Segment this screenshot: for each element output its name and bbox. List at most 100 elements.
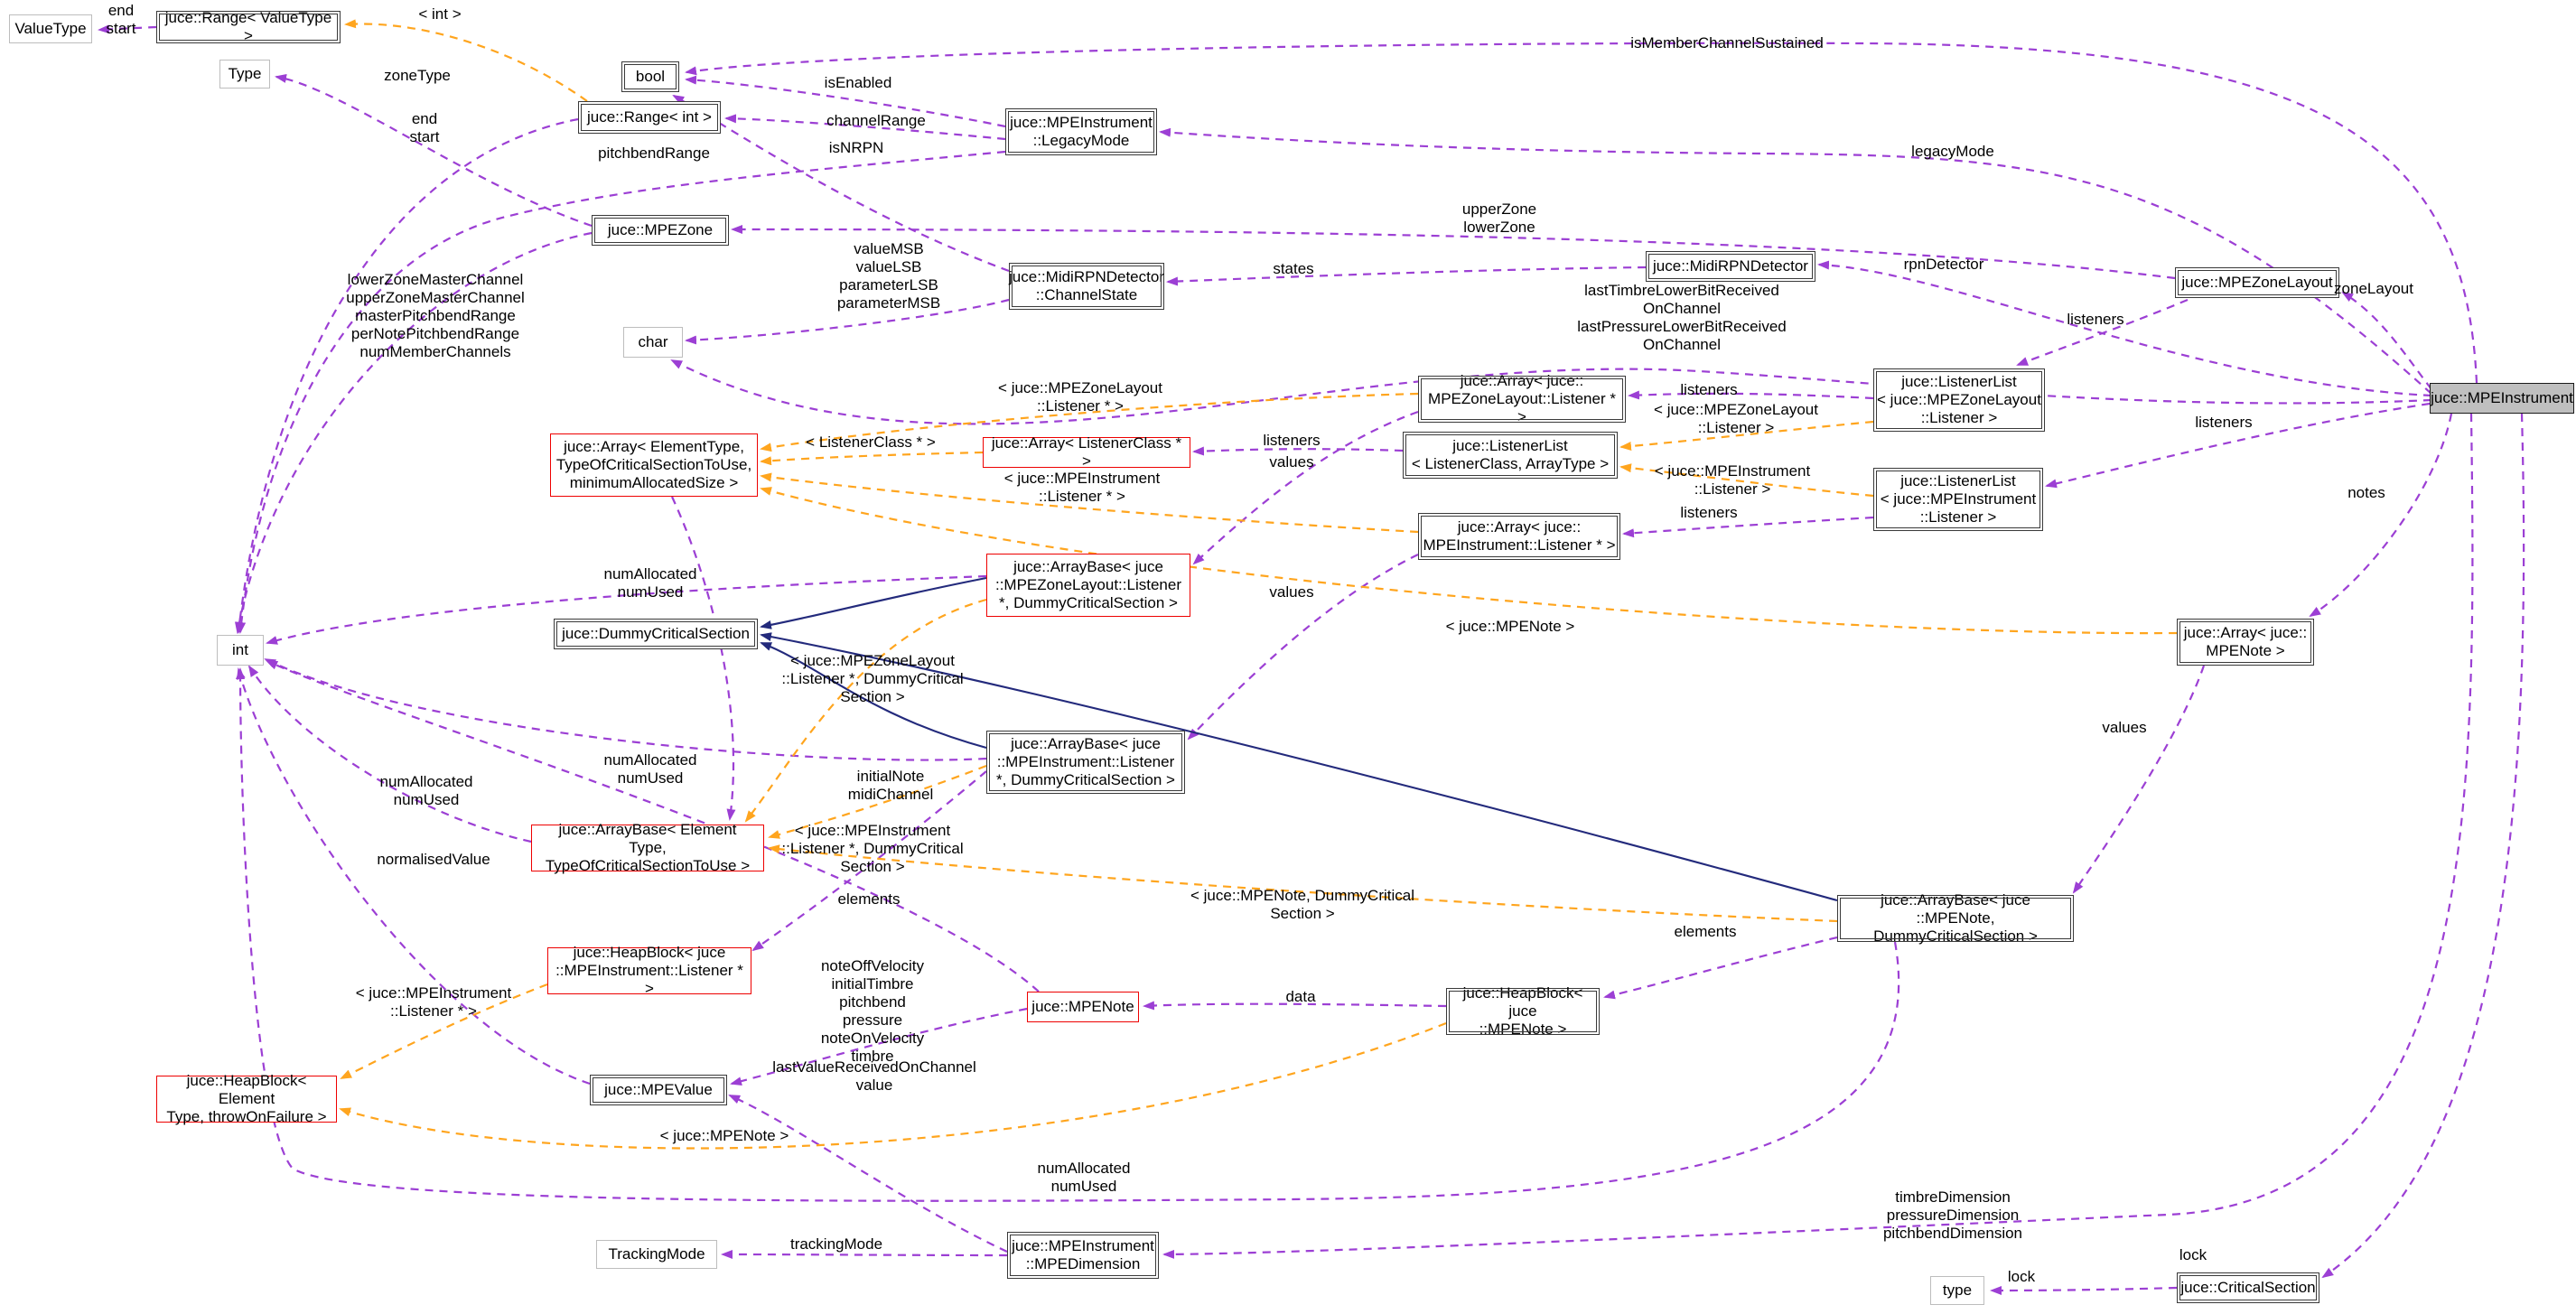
node-mpenote[interactable]: juce::MPENote xyxy=(1027,992,1139,1022)
label-legacymode: legacyMode xyxy=(1911,143,1994,160)
node-mpeinstrument: juce::MPEInstrument xyxy=(2430,383,2574,414)
node-type: Type xyxy=(219,60,270,89)
edge-mpeinstr-critsec xyxy=(2321,413,2525,1279)
edge-legacy-int xyxy=(237,150,1006,634)
label-tmpl-instrument-listener: < juce::MPEInstrument ::Listener > xyxy=(1654,462,1811,498)
node-arraybase-zonelayout[interactable]: juce::ArrayBase< juce ::MPEZoneLayout::L… xyxy=(986,554,1190,617)
edge-abzl-int xyxy=(266,574,987,645)
label-end-start-top: end start xyxy=(106,2,136,37)
node-trackingmode: TrackingMode xyxy=(596,1240,717,1269)
node-channelstate[interactable]: juce::MidiRPNDetector ::ChannelState xyxy=(1009,263,1164,310)
label-tmpl-zonelayout-listener: < juce::MPEZoneLayout ::Listener > xyxy=(1654,401,1818,436)
node-array-template[interactable]: juce::Array< ElementType, TypeOfCritical… xyxy=(550,433,758,497)
label-valuemsb: valueMSB valueLSB parameterLSB parameter… xyxy=(836,240,941,312)
edge-mpedim-tracking xyxy=(721,1250,1008,1260)
label-upperzone-lowerzone: upperZone lowerZone xyxy=(1461,200,1537,236)
label-zonelayout: zoneLayout xyxy=(2334,280,2413,297)
edge-mpeinstr-zonelayout xyxy=(2341,291,2432,390)
label-tmpl-zonelayout-listener-ptr: < juce::MPEZoneLayout ::Listener * > xyxy=(998,379,1162,415)
edge-abnote-int xyxy=(236,667,1900,1202)
node-heapblock-template[interactable]: juce::HeapBlock< Element Type, throwOnFa… xyxy=(156,1072,337,1125)
node-legacymode[interactable]: juce::MPEInstrument ::LegacyMode xyxy=(1005,108,1157,155)
edge-abzl-abtmpl xyxy=(744,598,987,823)
node-range-int[interactable]: juce::Range< int > xyxy=(578,101,721,134)
label-rpndetector: rpnDetector xyxy=(1903,256,1984,273)
edge-llzl-lltmpl xyxy=(1619,420,1874,451)
node-int: int xyxy=(217,635,264,666)
edge-mpeinstr-arrnote xyxy=(2309,413,2453,618)
node-bool[interactable]: bool xyxy=(621,61,679,92)
edge-zonelayout-mpezone xyxy=(731,225,2176,280)
label-tmpl-listenerclass-ptr: < ListenerClass * > xyxy=(806,433,936,451)
edge-abil-abtmpl xyxy=(768,764,987,839)
edge-arrzll-arrtmpl xyxy=(760,392,1419,452)
edge-critsec-type xyxy=(1990,1285,2178,1295)
label-lock-type: lock xyxy=(2007,1268,2036,1285)
label-values-il: values xyxy=(1269,583,1314,601)
label-note-values: noteOffVelocity initialTimbre pitchbend … xyxy=(820,957,925,1065)
node-mpevalue[interactable]: juce::MPEValue xyxy=(590,1075,727,1105)
label-data: data xyxy=(1285,988,1316,1005)
node-heapblock-mpenote[interactable]: juce::HeapBlock< juce ::MPENote > xyxy=(1446,984,1600,1038)
node-mpezone[interactable]: juce::MPEZone xyxy=(592,215,729,246)
edge-legacy-bool xyxy=(685,75,1006,128)
node-listenerlist-instrument[interactable]: juce::ListenerList < juce::MPEInstrument… xyxy=(1873,468,2043,531)
edge-mpeinstr-rpndet xyxy=(1817,260,2432,397)
edge-arril-abil xyxy=(1187,554,1419,741)
node-array-listenerclass[interactable]: juce::Array< ListenerClass * > xyxy=(983,434,1190,470)
edge-arrlc-arrtmpl xyxy=(760,451,984,466)
node-mpezonelayout[interactable]: juce::MPEZoneLayout xyxy=(2175,267,2339,298)
node-arraybase-mpenote[interactable]: juce::ArrayBase< juce ::MPENote, DummyCr… xyxy=(1837,891,2074,945)
node-mpedimension[interactable]: juce::MPEInstrument ::MPEDimension xyxy=(1007,1232,1159,1279)
label-tmpl-abil: < juce::MPEInstrument ::Listener *, Dumm… xyxy=(781,822,964,875)
edge-llil-arril xyxy=(1622,516,1874,538)
node-dummycriticalsection[interactable]: juce::DummyCriticalSection xyxy=(554,619,758,649)
edge-hbnote-hbtmpl xyxy=(339,1021,1447,1150)
node-criticalsection[interactable]: juce::CriticalSection xyxy=(2177,1272,2319,1303)
edge-rpndet-channelstate xyxy=(1166,266,1647,286)
label-lastvaluereceived: lastValueReceivedOnChannel value xyxy=(772,1058,976,1094)
edge-abnote-abtmpl xyxy=(768,844,1838,923)
label-dimensions: timbreDimension pressureDimension pitchb… xyxy=(1882,1188,2023,1242)
node-array-mpenote[interactable]: juce::Array< juce:: MPENote > xyxy=(2177,619,2314,666)
node-heapblock-instrument[interactable]: juce::HeapBlock< juce ::MPEInstrument::L… xyxy=(547,944,751,997)
edge-arrzll-abzl xyxy=(1192,410,1419,565)
edge-mpeinstr-legacy xyxy=(1159,127,2432,395)
edge-llzl-arrzll xyxy=(1628,390,1874,400)
edge-lltmpl-arrlc xyxy=(1192,446,1404,456)
node-arraybase-template[interactable]: juce::ArrayBase< Element Type, TypeOfCri… xyxy=(531,821,764,874)
label-initialnote: initialNote midiChannel xyxy=(847,768,934,803)
node-array-instrument-listener[interactable]: juce::Array< juce:: MPEInstrument::Liste… xyxy=(1418,513,1620,560)
edge-legacy-rangeint xyxy=(724,114,1006,141)
node-midirpndetector[interactable]: juce::MidiRPNDetector xyxy=(1646,251,1815,282)
edge-arrnote-abnote xyxy=(2072,665,2206,894)
edge-zonelayout-llzl xyxy=(2016,298,2189,367)
node-valuetype: ValueType xyxy=(9,14,92,43)
label-isenabled: isEnabled xyxy=(824,74,892,91)
node-listenerlist-template[interactable]: juce::ListenerList < ListenerClass, Arra… xyxy=(1403,432,1618,479)
label-numallocated-abil: numAllocated numUsed xyxy=(603,751,697,787)
node-listenerlist-zonelayout[interactable]: juce::ListenerList < juce::MPEZoneLayout… xyxy=(1873,368,2045,432)
node-arraybase-instrument[interactable]: juce::ArrayBase< juce ::MPEInstrument::L… xyxy=(986,731,1185,794)
node-type-lower: type xyxy=(1930,1276,1984,1305)
edge-hbil-hbtmpl xyxy=(340,983,548,1079)
label-listeners-main: listeners xyxy=(2195,414,2253,431)
label-listeners-lltmpl: listeners xyxy=(1263,432,1321,449)
label-listeners-llil: listeners xyxy=(1680,504,1738,521)
node-array-zonelayout-listener[interactable]: juce::Array< juce:: MPEZoneLayout::Liste… xyxy=(1418,372,1626,425)
label-tmpl-hbil: < juce::MPEInstrument ::Listener * > xyxy=(355,984,512,1020)
label-numallocated-abzl: numAllocated numUsed xyxy=(603,565,697,601)
edge-rangeint-int xyxy=(235,117,579,634)
edge-abnote-dummy xyxy=(760,632,1838,902)
label-lasttimbre: lastTimbreLowerBitReceived OnChannel las… xyxy=(1577,282,1787,353)
label-states: states xyxy=(1273,260,1314,277)
edge-rangeint-rangevt xyxy=(344,19,588,102)
edge-mpezone-type xyxy=(275,73,593,228)
label-ismemberchannelsustained: isMemberChannelSustained xyxy=(1630,34,1824,51)
edge-abtmpl-int xyxy=(247,665,532,843)
edge-arrnote-arrtmpl xyxy=(760,487,2178,635)
label-elements-note: elements xyxy=(1674,923,1737,940)
label-values-zll: values xyxy=(1269,453,1314,471)
node-range-valuetype[interactable]: juce::Range< ValueType > xyxy=(156,9,341,44)
